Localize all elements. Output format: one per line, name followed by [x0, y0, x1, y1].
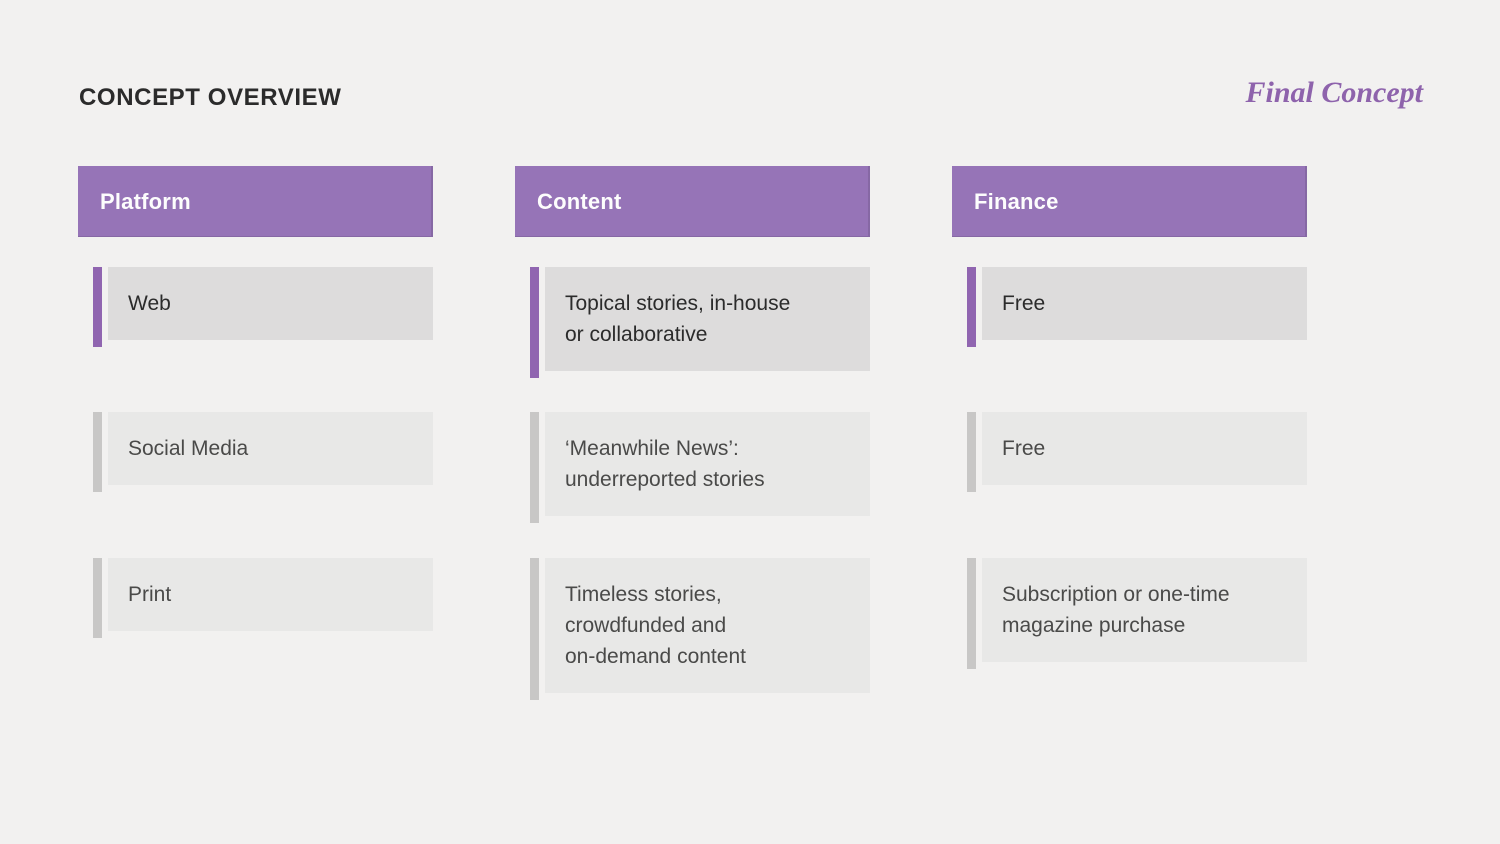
- cell-finance-subscription: Subscription or one-time magazine purcha…: [982, 558, 1307, 662]
- cell-finance-free-1: Free: [982, 267, 1307, 340]
- final-concept-label: Final Concept: [1245, 76, 1423, 109]
- column-header-finance: Finance: [952, 166, 1307, 237]
- table-row: Subscription or one-time magazine purcha…: [952, 558, 1307, 669]
- cell-platform-social-media: Social Media: [108, 412, 433, 485]
- cell-content-timeless: Timeless stories, crowdfunded and on-dem…: [545, 558, 870, 693]
- accent-bar: [93, 558, 102, 638]
- table-row: Print: [78, 558, 433, 638]
- cell-platform-print: Print: [108, 558, 433, 631]
- cell-finance-free-2: Free: [982, 412, 1307, 485]
- accent-bar: [530, 558, 539, 700]
- accent-bar: [530, 267, 539, 378]
- page-title: CONCEPT OVERVIEW: [79, 84, 342, 111]
- table-row: Timeless stories, crowdfunded and on-dem…: [515, 558, 870, 700]
- table-row: Web: [78, 267, 433, 347]
- cell-platform-web: Web: [108, 267, 433, 340]
- table-row: Free: [952, 412, 1307, 492]
- accent-bar: [967, 267, 976, 347]
- table-row: Free: [952, 267, 1307, 347]
- column-header-content: Content: [515, 166, 870, 237]
- cell-content-topical: Topical stories, in-house or collaborati…: [545, 267, 870, 371]
- column-finance: Finance Free Free Subscription or one-ti…: [952, 166, 1307, 786]
- column-header-platform: Platform: [78, 166, 433, 237]
- cell-content-meanwhile-news: ‘Meanwhile News’: underreported stories: [545, 412, 870, 516]
- accent-bar: [93, 267, 102, 347]
- column-content: Content Topical stories, in-house or col…: [515, 166, 870, 786]
- table-row: Social Media: [78, 412, 433, 492]
- accent-bar: [530, 412, 539, 523]
- accent-bar: [967, 558, 976, 669]
- accent-bar: [93, 412, 102, 492]
- column-platform: Platform Web Social Media Print: [78, 166, 433, 786]
- accent-bar: [967, 412, 976, 492]
- table-row: Topical stories, in-house or collaborati…: [515, 267, 870, 378]
- table-row: ‘Meanwhile News’: underreported stories: [515, 412, 870, 523]
